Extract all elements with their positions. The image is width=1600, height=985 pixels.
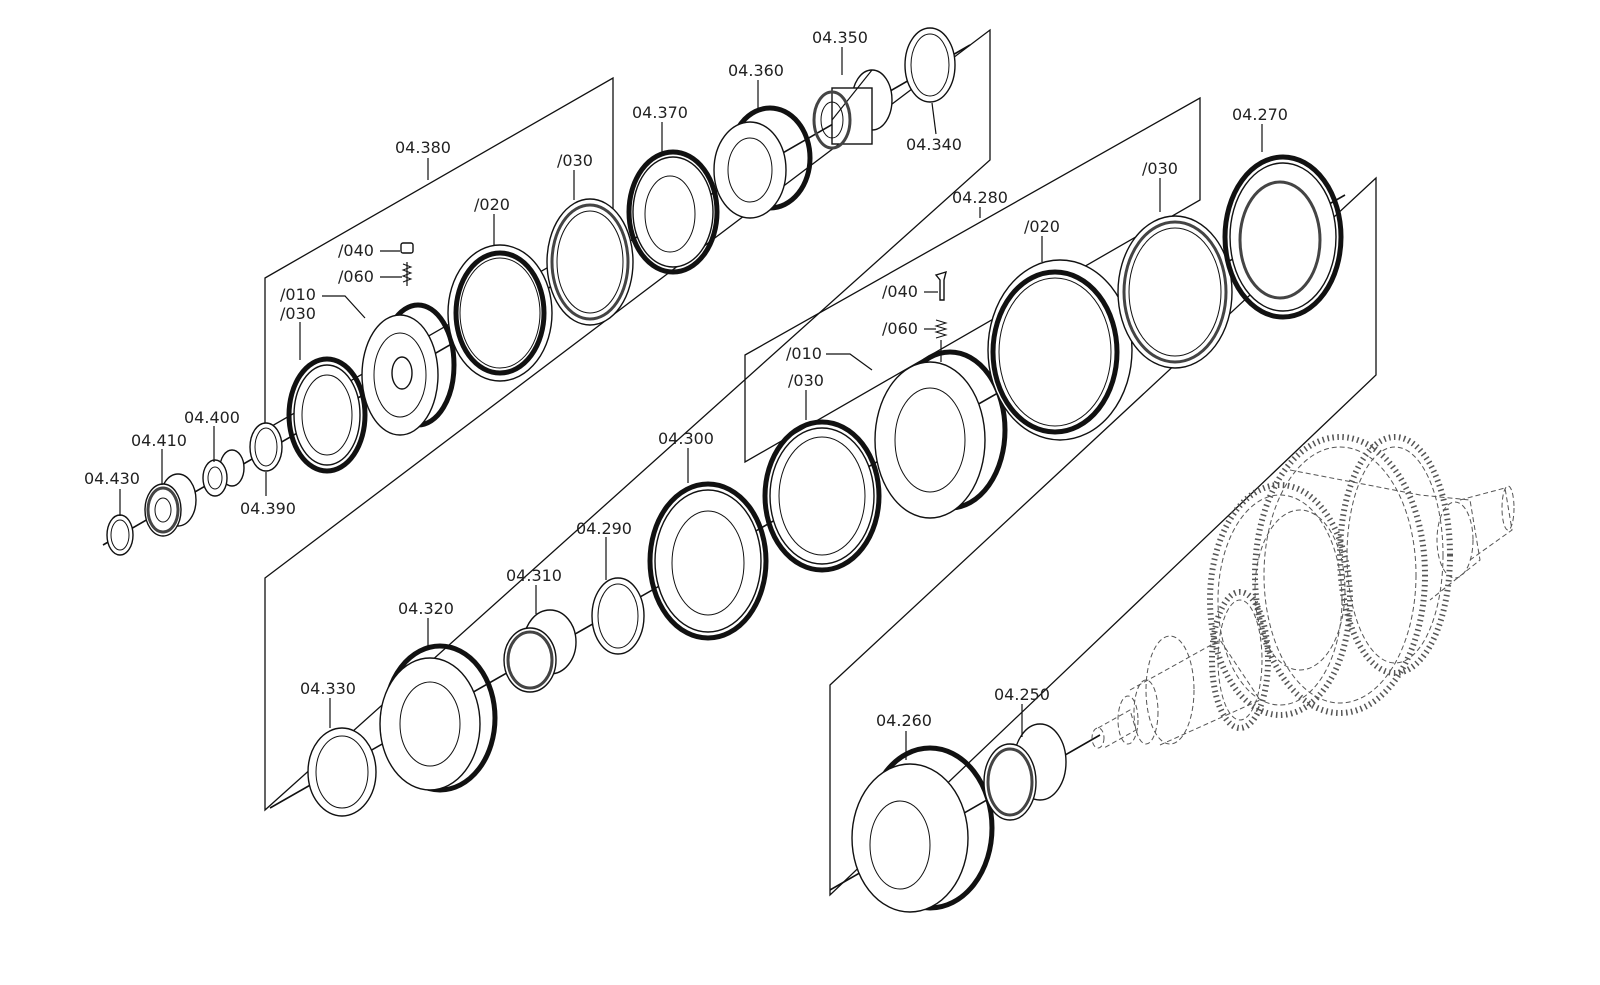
- main-shaft: [1091, 434, 1515, 749]
- gear-04-320: [379, 643, 498, 793]
- label-04-380: 04.380: [395, 138, 451, 157]
- sleeve-04-400: [202, 449, 245, 497]
- label-g1-010: /010: [280, 285, 316, 304]
- synchro-ring-g2-030a: [762, 419, 882, 573]
- label-04-430: 04.430: [84, 469, 140, 488]
- label-04-250: 04.250: [994, 685, 1050, 704]
- shift-key-g2-040: [934, 270, 947, 301]
- synchro-ring-g2-030b: [1117, 215, 1233, 369]
- snap-ring-04-290: [591, 577, 645, 655]
- synchro-ring-g1-030b: [546, 198, 634, 326]
- clutch-body-04-300: [647, 481, 769, 641]
- label-04-340: 04.340: [906, 135, 962, 154]
- gear-04-360: [713, 105, 813, 219]
- label-04-350: 04.350: [812, 28, 868, 47]
- needle-bearing-04-350: [812, 69, 893, 150]
- clutch-body-04-370: [626, 149, 720, 275]
- label-g1-020: /020: [474, 195, 510, 214]
- needle-bearing-04-310: [503, 609, 577, 693]
- snap-ring-04-340: [904, 27, 956, 103]
- spring-g2-060: [934, 319, 948, 362]
- synchro-hub-g2-010: [874, 349, 1008, 519]
- label-04-270: 04.270: [1232, 105, 1288, 124]
- clutch-body-04-270: [1222, 154, 1344, 320]
- thrust-washer-04-330: [307, 727, 377, 817]
- label-g1-030b: /030: [557, 151, 593, 170]
- label-04-280: 04.280: [952, 188, 1008, 207]
- label-g2-030b: /030: [1142, 159, 1178, 178]
- part-labels: 04.430 04.410 04.400 04.390 04.380 /010 …: [84, 28, 1288, 730]
- group-frame-04-280: [744, 96, 1201, 464]
- synchro-hub-g1-010: [361, 302, 457, 436]
- label-04-360: 04.360: [728, 61, 784, 80]
- needle-bearing-04-250: [983, 723, 1067, 821]
- label-04-300: 04.300: [658, 429, 714, 448]
- circlip-04-430: [106, 514, 134, 556]
- label-g1-040: /040: [338, 241, 374, 260]
- label-04-320: 04.320: [398, 599, 454, 618]
- leader-lines: [119, 47, 1263, 760]
- label-g2-040: /040: [882, 282, 918, 301]
- synchro-ring-g1-030a: [286, 356, 368, 474]
- label-04-390: 04.390: [240, 499, 296, 518]
- label-g1-030a: /030: [280, 304, 316, 323]
- sliding-sleeve-g1-020: [447, 244, 553, 382]
- spring-g1-060: [401, 262, 413, 286]
- label-04-400: 04.400: [184, 408, 240, 427]
- label-04-260: 04.260: [876, 711, 932, 730]
- label-g2-060: /060: [882, 319, 918, 338]
- label-g2-010: /010: [786, 344, 822, 363]
- label-04-310: 04.310: [506, 566, 562, 585]
- bearing-04-410: [144, 473, 197, 537]
- snap-ring-04-390: [249, 422, 283, 472]
- label-g2-020: /020: [1024, 217, 1060, 236]
- label-g1-060: /060: [338, 267, 374, 286]
- shift-key-g1-040: [400, 242, 414, 254]
- label-04-370: 04.370: [632, 103, 688, 122]
- label-04-290: 04.290: [576, 519, 632, 538]
- gear-04-260: [851, 745, 995, 913]
- label-04-410: 04.410: [131, 431, 187, 450]
- label-g2-030a: /030: [788, 371, 824, 390]
- label-04-330: 04.330: [300, 679, 356, 698]
- sliding-sleeve-g2-020: [987, 259, 1133, 441]
